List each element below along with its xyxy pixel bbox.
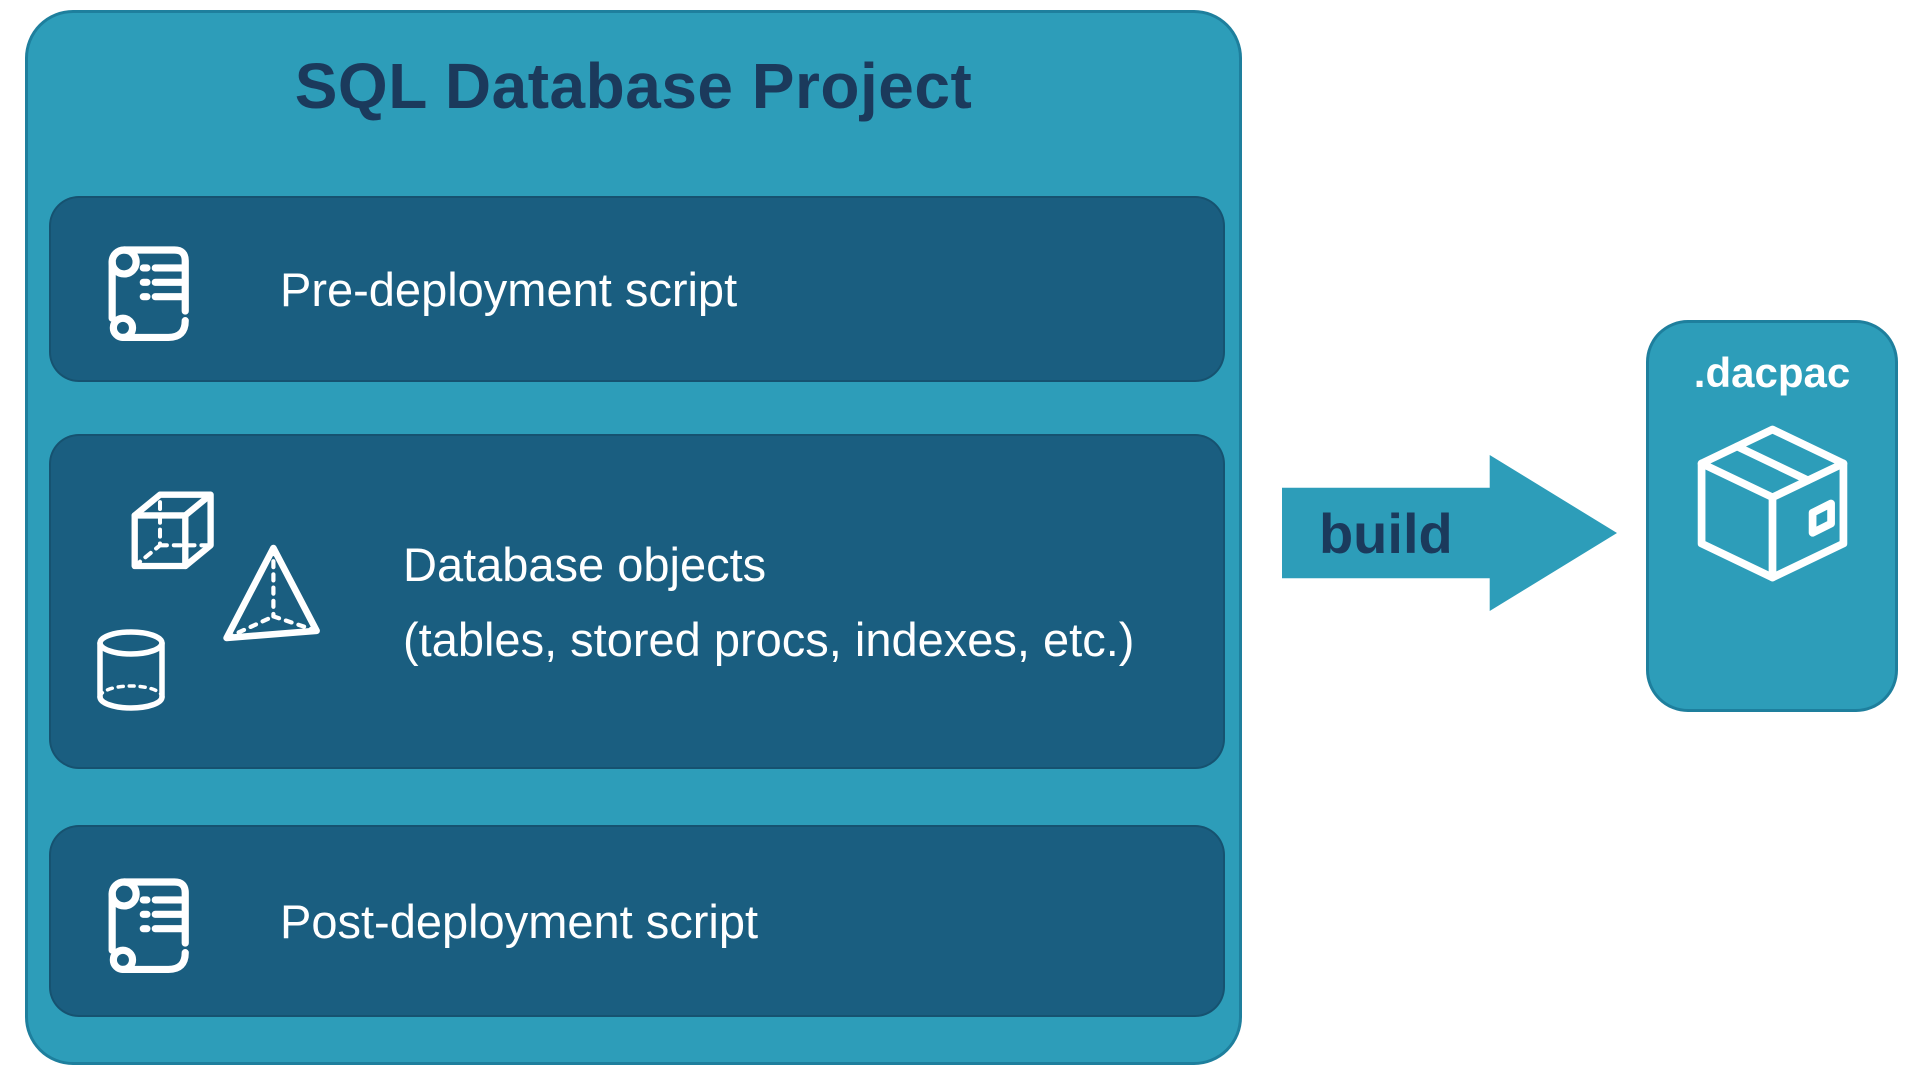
build-label: build [1318, 501, 1453, 565]
panel-sublabel-database-objects: (tables, stored procs, indexes, etc.) [403, 612, 1135, 666]
cylinder-icon [81, 616, 181, 726]
database-objects-panel: Database objects (tables, stored procs, … [49, 434, 1225, 769]
dacpac-title: .dacpac [1693, 349, 1851, 396]
sql-database-project-box: SQL Database Project Pre-deployment scri… [25, 10, 1242, 1065]
dacpac-box: .dacpac [1646, 320, 1898, 712]
package-icon [1680, 411, 1865, 596]
database-objects-icons [51, 436, 401, 767]
pre-deployment-panel: Pre-deployment script [49, 196, 1225, 382]
panel-label-post-deployment: Post-deployment script [280, 894, 759, 948]
cube-icon [114, 474, 229, 589]
scroll-icon [93, 232, 208, 347]
scroll-icon [93, 864, 208, 979]
pyramid-icon [211, 536, 331, 656]
build-arrow: build [1282, 455, 1617, 611]
panel-label-database-objects: Database objects [403, 537, 767, 591]
database-objects-text: Database objects (tables, stored procs, … [403, 537, 1134, 667]
panel-label-pre-deployment: Pre-deployment script [280, 262, 738, 316]
project-title: SQL Database Project [294, 50, 973, 122]
post-deployment-panel: Post-deployment script [49, 825, 1225, 1017]
